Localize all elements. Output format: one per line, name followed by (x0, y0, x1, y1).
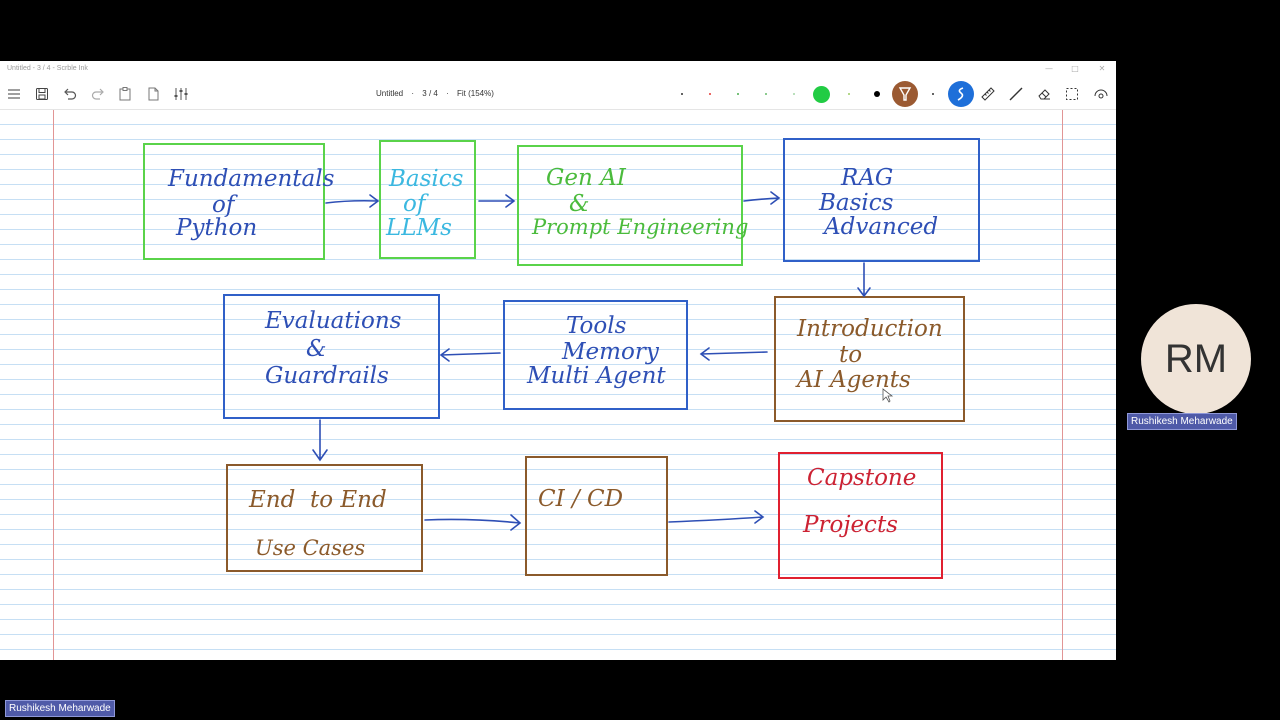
box-label-line: End to End (249, 487, 387, 513)
zoom-indicator[interactable]: Fit (154%) (456, 89, 494, 98)
page-icon[interactable] (145, 86, 161, 102)
menu-icon[interactable] (6, 86, 22, 102)
box-label-line: Memory (562, 339, 659, 365)
ink-canvas[interactable]: Fundamentals of Python Basics of LLMs Ge… (0, 110, 1116, 660)
clipboard-icon[interactable] (117, 86, 133, 102)
document-info: Untitled · 3 / 4 · Fit (154%) (376, 89, 500, 98)
box-ci-cd: CI / CD (525, 456, 668, 576)
maximize-button[interactable]: □ (1071, 64, 1079, 73)
pen-color-selected[interactable] (813, 86, 830, 103)
box-fundamentals-of-python: Fundamentals of Python (143, 143, 334, 260)
box-gen-ai-prompt-engineering: Gen AI & Prompt Engineering (517, 145, 748, 266)
pen-color-green[interactable] (737, 93, 739, 95)
left-margin-line (53, 110, 54, 660)
tool-dot (932, 93, 934, 95)
box-label-line: Tools (566, 313, 627, 339)
box-label-line: to (839, 342, 863, 368)
window-title: Untitled - 3 / 4 - Scrble Ink (7, 65, 88, 72)
redo-icon[interactable] (90, 86, 106, 102)
box-label-line: Prompt Engineering (532, 215, 749, 239)
box-label-line: Basics (819, 190, 894, 216)
box-label-line: & (569, 191, 590, 217)
arrow-eval-to-e2e (312, 419, 328, 462)
box-introduction-to-ai-agents: Introduction to AI Agents (774, 296, 965, 422)
arrow-cicd-to-capstone (668, 510, 765, 524)
line-icon[interactable] (1008, 86, 1024, 102)
arrow-genai-to-rag (743, 191, 781, 205)
box-label-line: Use Cases (255, 536, 366, 560)
box-label-line: & (306, 336, 327, 362)
undo-icon[interactable] (62, 86, 78, 102)
box-label-line: Introduction (797, 316, 943, 342)
box-label-line: of (403, 191, 426, 217)
box-label-line: Evaluations (265, 308, 402, 334)
participant-name-tag: Rushikesh Meharwade (1127, 413, 1237, 430)
settings-sliders-icon[interactable] (173, 86, 189, 102)
save-icon[interactable] (34, 86, 50, 102)
box-label-line: Advanced (824, 214, 939, 240)
pen-color-lightgreen[interactable] (765, 93, 767, 95)
app-window: Untitled - 3 / 4 - Scrble Ink — □ ✕ Unti… (0, 61, 1116, 660)
box-end-to-end-use-cases: End to End Use Cases (226, 464, 423, 572)
box-label-line: Capstone (807, 465, 917, 491)
box-basics-of-llms: Basics of LLMs (379, 140, 476, 259)
box-label-line: Multi Agent (527, 363, 666, 389)
arrow-llms-to-genai (478, 194, 516, 208)
box-rag: RAG Basics Advanced (783, 138, 980, 262)
pen-color-lime[interactable] (848, 93, 850, 95)
box-label-line: Python (176, 215, 258, 241)
document-name[interactable]: Untitled (376, 89, 404, 98)
box-label-line: LLMs (386, 215, 452, 241)
separator: · (411, 89, 415, 98)
right-margin-line (1062, 110, 1063, 660)
pen-color-red[interactable] (709, 93, 711, 95)
arrow-e2e-to-cicd (424, 514, 522, 531)
box-label-line: Gen AI (546, 165, 626, 191)
arrow-tools-to-eval (439, 348, 501, 362)
box-label-line: Basics (389, 166, 464, 192)
box-evaluations-guardrails: Evaluations & Guardrails (223, 294, 440, 419)
close-button[interactable]: ✕ (1098, 64, 1106, 73)
self-view-name-tag: Rushikesh Meharwade (5, 700, 115, 717)
box-tools-memory-multi-agent: Tools Memory Multi Agent (503, 300, 688, 410)
box-label-line: CI / CD (538, 486, 624, 512)
page-indicator[interactable]: 3 / 4 (422, 89, 438, 98)
separator: · (446, 89, 449, 98)
box-label-line: of (212, 192, 235, 218)
box-label-line: AI Agents (797, 367, 911, 393)
box-label-line: RAG (841, 165, 894, 191)
box-label-line: Guardrails (265, 363, 389, 389)
arrow-agents-to-tools (699, 347, 768, 361)
pen-color-black[interactable] (874, 91, 880, 97)
box-label-line: Fundamentals (168, 166, 335, 192)
title-bar: Untitled - 3 / 4 - Scrble Ink — □ ✕ (0, 61, 1116, 78)
pen-color-dark[interactable] (681, 93, 683, 95)
pen-icon[interactable] (948, 81, 974, 107)
eraser-icon[interactable] (1036, 86, 1052, 102)
ruler-icon[interactable] (980, 86, 996, 102)
toolbar: Untitled · 3 / 4 · Fit (154%) (0, 78, 1116, 126)
box-label-line: Projects (803, 512, 898, 538)
more-icon[interactable] (1093, 86, 1109, 102)
select-icon[interactable] (1064, 86, 1080, 102)
arrow-python-to-llms (325, 194, 380, 208)
participant-avatar: RM (1141, 304, 1251, 414)
minimize-button[interactable]: — (1045, 64, 1053, 73)
arrow-rag-to-agents (857, 262, 871, 298)
box-capstone-projects: Capstone Projects (778, 452, 943, 579)
highlighter-icon[interactable] (892, 81, 918, 107)
pen-color-pale[interactable] (793, 93, 795, 95)
